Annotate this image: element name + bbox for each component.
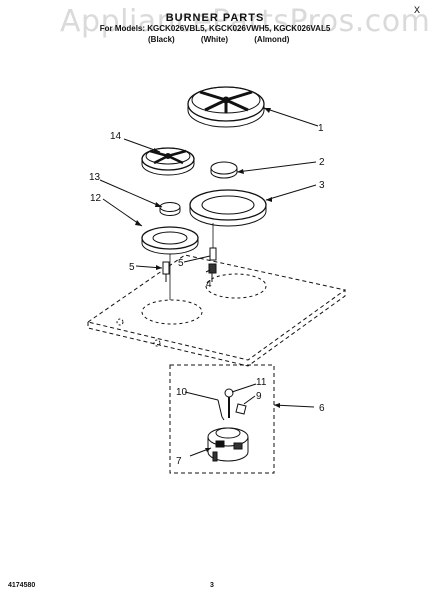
page-title: BURNER PARTS (165, 12, 265, 24)
part-12-burner-base-small (141, 226, 199, 255)
part-7-burner-assembly (207, 427, 249, 462)
color-black: (Black) (148, 35, 175, 44)
part-4-screw (208, 263, 217, 282)
callout-11: 11 (256, 377, 267, 388)
burner-opening-left (141, 299, 203, 325)
part-10-spark-wire (217, 399, 225, 421)
part-5-electrode-right (209, 247, 217, 261)
callout-4: 4 (206, 279, 212, 290)
cooktop-panel-edge (87, 290, 346, 367)
callout-5-left: 5 (129, 262, 135, 273)
callout-13: 13 (89, 172, 101, 183)
callout-2: 2 (319, 157, 325, 168)
part-2-cap-small (210, 161, 238, 179)
footer-part-code: 4174580 (8, 582, 36, 589)
callout-6: 6 (319, 403, 325, 414)
part-5-electrode-left (162, 261, 170, 282)
footer-page-number: 3 (210, 582, 214, 589)
part-14-burner-cap-small (141, 147, 195, 176)
color-white: (White) (200, 35, 229, 44)
callout-9: 9 (256, 391, 262, 402)
callout-12: 12 (90, 193, 102, 204)
callout-1: 1 (318, 123, 324, 134)
watermark-text: AppliancePartsPros.com (60, 4, 430, 39)
burner-opening-right (205, 273, 267, 299)
callout-10: 10 (176, 387, 188, 398)
corner-mark: x (414, 2, 420, 16)
models-line: For Models: KGCK026VBL5, KGCK026VWH5, KG… (99, 24, 331, 33)
part-1-burner-cap-large (187, 86, 265, 128)
part-13-cap-small (159, 202, 181, 216)
part-11-igniter (224, 388, 234, 418)
color-legend: (Black) (White) (Almond) (148, 35, 313, 44)
callout-7: 7 (176, 456, 182, 467)
part-6-assembly-box (169, 364, 275, 474)
callout-14: 14 (110, 131, 122, 142)
callout-3: 3 (319, 180, 325, 191)
part-9-clip (235, 403, 247, 415)
color-almond: (Almond) (254, 35, 290, 44)
part-3-burner-base-large (189, 189, 267, 227)
callout-5-right: 5 (178, 258, 184, 269)
